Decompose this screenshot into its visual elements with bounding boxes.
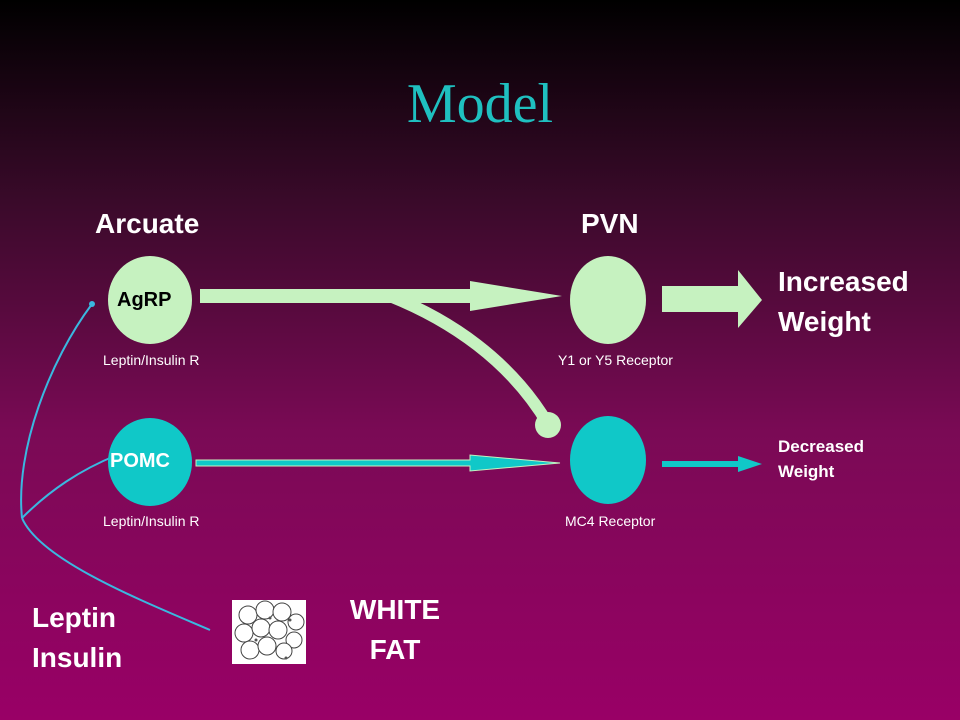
decreased-weight-label: Decreased Weight bbox=[778, 434, 864, 484]
y-receptor-label: Y1 or Y5 Receptor bbox=[558, 352, 673, 368]
decreased-weight-line2: Weight bbox=[778, 462, 835, 481]
increased-weight-line1: Increased bbox=[778, 266, 909, 297]
signal-line-from-fat bbox=[21, 517, 211, 631]
y-receptor-neuron bbox=[570, 256, 646, 344]
agrp-inhibition-curve bbox=[384, 290, 554, 430]
white-fat-line2: FAT bbox=[369, 634, 421, 665]
signal-line-to-pomc bbox=[21, 454, 118, 519]
signal-line-to-agrp bbox=[20, 303, 93, 519]
pomc-to-mc4-arrow bbox=[195, 454, 561, 472]
agrp-to-y-receptor-arrow bbox=[200, 281, 562, 311]
increased-weight-arrow bbox=[662, 270, 762, 328]
white-fat-line1: WHITE bbox=[349, 594, 441, 625]
mc4-receptor-neuron bbox=[570, 416, 646, 504]
arcuate-heading: Arcuate bbox=[95, 208, 200, 239]
agrp-neuron bbox=[108, 256, 192, 344]
agrp-label: AgRP bbox=[117, 289, 172, 311]
signal-endpoint-dot bbox=[89, 301, 95, 307]
agrp-inhibition-end bbox=[535, 412, 561, 438]
decreased-weight-arrow bbox=[662, 456, 762, 472]
pomc-receptor-label: Leptin/Insulin R bbox=[103, 513, 200, 529]
pomc-label: POMC bbox=[110, 450, 170, 472]
increased-weight-label: Increased Weight bbox=[778, 262, 909, 342]
pvn-heading: PVN bbox=[581, 208, 639, 239]
pomc-neuron bbox=[108, 418, 192, 506]
decreased-weight-line1: Decreased bbox=[778, 437, 865, 456]
agrp-receptor-label: Leptin/Insulin R bbox=[103, 352, 200, 368]
leptin-text: Leptin bbox=[32, 602, 116, 633]
increased-weight-line2: Weight bbox=[778, 306, 871, 337]
white-fat-icon bbox=[232, 600, 306, 664]
white-fat-label: WHITE FAT bbox=[330, 590, 460, 670]
insulin-text: Insulin bbox=[32, 642, 123, 673]
mc4-receptor-label: MC4 Receptor bbox=[565, 513, 656, 529]
leptin-insulin-label: Leptin Insulin bbox=[32, 598, 122, 678]
slide-title: Model bbox=[406, 73, 554, 135]
